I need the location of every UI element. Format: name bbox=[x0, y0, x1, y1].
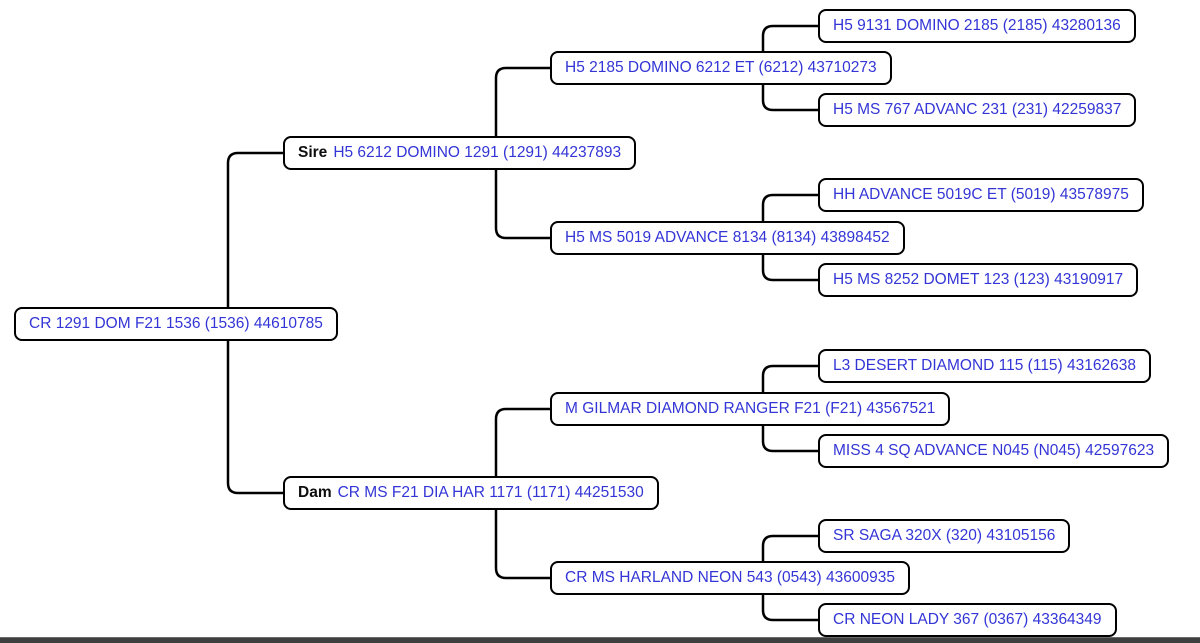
animal-link: H5 2185 DOMINO 6212 ET (6212) 43710273 bbox=[565, 59, 877, 76]
sire-tag-label: Sire bbox=[298, 144, 328, 161]
animal-link: H5 MS 767 ADVANC 231 (231) 42259837 bbox=[833, 101, 1122, 118]
animal-link: H5 MS 8252 DOMET 123 (123) 43190917 bbox=[833, 271, 1124, 288]
node-sire-sire-dam[interactable]: H5 MS 767 ADVANC 231 (231) 42259837 bbox=[818, 93, 1137, 127]
animal-link: M GILMAR DIAMOND RANGER F21 (F21) 435675… bbox=[565, 400, 936, 417]
animal-link: H5 9131 DOMINO 2185 (2185) 43280136 bbox=[833, 17, 1121, 34]
node-sire[interactable]: Sire H5 6212 DOMINO 1291 (1291) 44237893 bbox=[283, 136, 637, 170]
node-sire-dam[interactable]: H5 MS 5019 ADVANCE 8134 (8134) 43898452 bbox=[550, 221, 905, 255]
animal-link: CR 1291 DOM F21 1536 (1536) 44610785 bbox=[29, 315, 323, 332]
node-dam-sire-sire[interactable]: L3 DESERT DIAMOND 115 (115) 43162638 bbox=[818, 349, 1151, 383]
node-sire-sire[interactable]: H5 2185 DOMINO 6212 ET (6212) 43710273 bbox=[550, 51, 892, 85]
node-sire-dam-sire[interactable]: HH ADVANCE 5019C ET (5019) 43578975 bbox=[818, 178, 1144, 212]
node-dam-dam-dam[interactable]: CR NEON LADY 367 (0367) 43364349 bbox=[818, 603, 1117, 637]
animal-link: HH ADVANCE 5019C ET (5019) 43578975 bbox=[833, 186, 1129, 203]
node-sire-dam-dam[interactable]: H5 MS 8252 DOMET 123 (123) 43190917 bbox=[818, 263, 1139, 297]
node-sire-sire-sire[interactable]: H5 9131 DOMINO 2185 (2185) 43280136 bbox=[818, 9, 1136, 43]
node-dam-dam[interactable]: CR MS HARLAND NEON 543 (0543) 43600935 bbox=[550, 561, 910, 595]
animal-link: H5 6212 DOMINO 1291 (1291) 44237893 bbox=[333, 144, 622, 161]
node-dam-sire-dam[interactable]: MISS 4 SQ ADVANCE N045 (N045) 42597623 bbox=[818, 434, 1170, 468]
node-dam[interactable]: Dam CR MS F21 DIA HAR 1171 (1171) 442515… bbox=[283, 476, 659, 510]
horizontal-scrollbar[interactable] bbox=[0, 637, 1200, 643]
animal-link: L3 DESERT DIAMOND 115 (115) 43162638 bbox=[833, 357, 1136, 374]
animal-link: MISS 4 SQ ADVANCE N045 (N045) 42597623 bbox=[833, 442, 1155, 459]
dam-tag-label: Dam bbox=[298, 484, 332, 501]
animal-link: CR MS HARLAND NEON 543 (0543) 43600935 bbox=[565, 569, 895, 586]
node-dam-sire[interactable]: M GILMAR DIAMOND RANGER F21 (F21) 435675… bbox=[550, 392, 951, 426]
animal-link: H5 MS 5019 ADVANCE 8134 (8134) 43898452 bbox=[565, 229, 890, 246]
node-subject[interactable]: CR 1291 DOM F21 1536 (1536) 44610785 bbox=[14, 307, 338, 341]
node-dam-dam-sire[interactable]: SR SAGA 320X (320) 43105156 bbox=[818, 519, 1071, 553]
animal-link: SR SAGA 320X (320) 43105156 bbox=[833, 527, 1056, 544]
animal-link: CR NEON LADY 367 (0367) 43364349 bbox=[833, 611, 1102, 628]
animal-link: CR MS F21 DIA HAR 1171 (1171) 44251530 bbox=[337, 484, 644, 501]
